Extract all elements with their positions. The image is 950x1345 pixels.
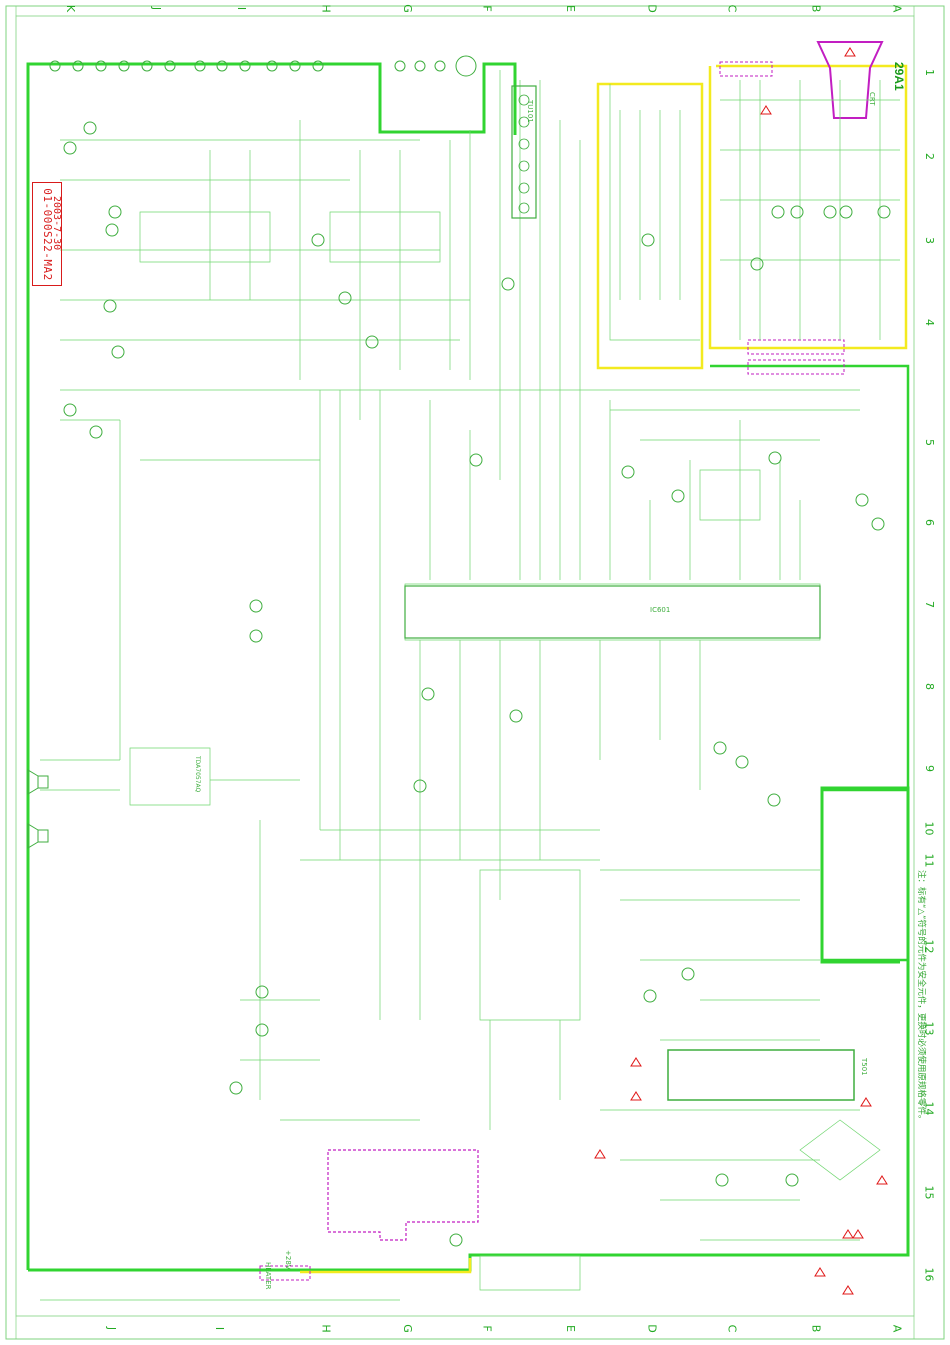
grid-number-3: 3	[923, 237, 936, 244]
grid-letter-bottom-f: F	[480, 1325, 494, 1332]
grid-number-8: 8	[923, 683, 936, 690]
drawing-date-anchor	[30, 186, 34, 190]
grid-number-9: 9	[923, 765, 936, 772]
drawing-date: 2003-7-30	[51, 196, 62, 251]
speakers	[27, 769, 49, 849]
grid-number-16: 16	[922, 1267, 936, 1282]
grid-letter-h: H	[319, 4, 333, 13]
grid-letter-k: K	[64, 4, 78, 13]
grid-number-1: 1	[923, 69, 936, 76]
crt-board-outline	[708, 64, 908, 350]
grid-letter-g: G	[400, 4, 414, 13]
grid-number-6: 6	[923, 519, 936, 526]
ground-bus	[26, 62, 517, 1270]
grid-letter-f: F	[480, 5, 494, 12]
heater-label: HEATER	[264, 1262, 272, 1290]
grid-letter-bottom-h: H	[319, 1324, 333, 1333]
safety-footnote: 注：标有“△”符号的元件为安全元件，更换时必须使用原规格零件。	[916, 870, 926, 1124]
drawing-number-box: 01-000S22-MA2	[32, 182, 62, 286]
model-label: 29A1	[892, 62, 906, 91]
heater-connector	[259, 1265, 311, 1281]
tuner-pins	[518, 94, 530, 214]
grid-number-2: 2	[923, 153, 936, 160]
grid-number-5: 5	[923, 439, 936, 446]
grid-number-11: 11	[922, 853, 936, 868]
crt-label: CRT	[868, 92, 876, 106]
heater-line	[300, 1258, 472, 1274]
outer-frame	[5, 5, 945, 1340]
crt-socket-outline	[816, 41, 884, 119]
grid-letter-d: D	[645, 4, 659, 13]
grid-letter-j: J	[150, 6, 164, 11]
flyback-transformer	[667, 1049, 855, 1101]
grid-number-7: 7	[923, 601, 936, 608]
b-plus-label: +28V	[284, 1250, 292, 1270]
remote-board	[820, 788, 910, 962]
grid-letter-bottom-d: D	[645, 1324, 659, 1333]
grid-letter-e: E	[563, 5, 577, 12]
power-supply-outline	[327, 1149, 479, 1241]
tuner-label: TU101	[526, 99, 534, 123]
crt-connector-b	[747, 339, 845, 355]
grid-letter-bottom-b: B	[809, 1324, 823, 1333]
grid-number-15: 15	[922, 1185, 936, 1200]
transistors	[63, 121, 891, 1247]
audio-ic-label: TDA7057AQ	[194, 755, 201, 793]
grid-ticks	[15, 6, 915, 1339]
grid-letter-bottom-a: A	[890, 1324, 904, 1333]
grid-letter-bottom-e: E	[563, 1325, 577, 1332]
flyback-label: T501	[860, 1057, 868, 1076]
tuner-block	[511, 85, 537, 219]
av-jacks	[49, 55, 477, 77]
main-ic-label: IC601	[650, 606, 670, 614]
grid-letter-bottom-i: I	[213, 1326, 227, 1331]
grid-letter-bottom-g: G	[400, 1324, 414, 1333]
grid-number-4: 4	[923, 319, 936, 326]
grid-letter-b: B	[809, 4, 823, 13]
inner-frame	[15, 15, 915, 1317]
crt-connector-a	[719, 61, 773, 77]
grid-letter-a: A	[890, 4, 904, 13]
grid-letter-i: I	[235, 6, 249, 11]
grid-letter-bottom-c: C	[725, 1324, 739, 1333]
grid-letter-c: C	[725, 4, 739, 13]
warning-marks	[594, 47, 888, 1295]
wiring	[40, 70, 900, 1301]
crt-connector-c	[747, 359, 845, 375]
main-ic	[404, 585, 821, 639]
key-board-outline	[596, 82, 704, 370]
grid-letter-bottom-j: J	[105, 1326, 119, 1331]
grid-number-10: 10	[922, 821, 936, 836]
right-bus	[710, 364, 910, 788]
